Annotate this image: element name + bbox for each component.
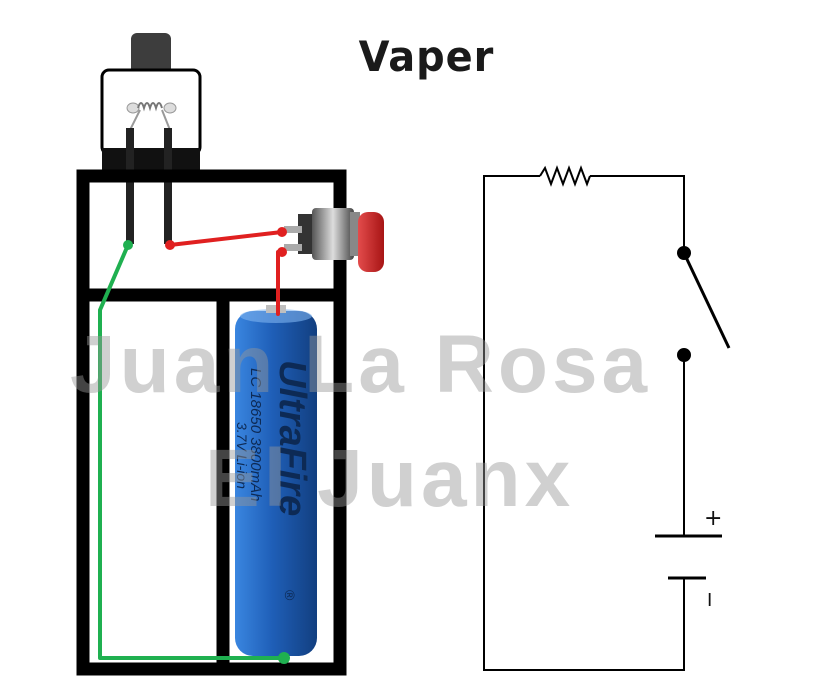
positive-wire-switch-to-battery bbox=[276, 250, 284, 316]
diagram-title: Vaper bbox=[358, 32, 495, 81]
battery-registered-mark: ® bbox=[282, 590, 298, 601]
solder-point bbox=[277, 227, 287, 237]
fire-button bbox=[284, 208, 384, 272]
fire-button-cap bbox=[358, 212, 384, 272]
schematic-wire bbox=[590, 175, 685, 252]
battery-body bbox=[235, 311, 317, 656]
battery-brand: UltraFire bbox=[271, 360, 313, 516]
solder-point bbox=[165, 240, 175, 250]
drip-tip bbox=[131, 33, 171, 76]
positive-wire-coil-to-switch bbox=[168, 230, 284, 247]
solder-point bbox=[123, 240, 133, 250]
circuit-schematic bbox=[483, 165, 731, 671]
watermark-line-1: Juan La Rosa bbox=[70, 319, 652, 410]
resistor-symbol bbox=[539, 165, 591, 187]
battery-voltage: 3.7V Li-ion bbox=[234, 422, 250, 489]
solder-point bbox=[277, 247, 287, 257]
box-outline bbox=[76, 169, 347, 676]
negative-wire bbox=[98, 243, 286, 660]
wiring bbox=[98, 227, 290, 664]
positive-symbol: + bbox=[704, 506, 722, 531]
atomizer-tank bbox=[100, 68, 202, 156]
schematic-wire bbox=[483, 175, 685, 671]
solder-point bbox=[278, 652, 290, 664]
atomizer bbox=[100, 33, 202, 244]
mod-box bbox=[76, 169, 347, 676]
watermark-line-2: El Juanx bbox=[205, 433, 575, 524]
negative-symbol: I bbox=[707, 590, 712, 611]
battery-model: LC 18650 3800mAh bbox=[247, 368, 264, 501]
battery: UltraFire LC 18650 3800mAh 3.7V Li-ion ® bbox=[234, 305, 317, 656]
coil-icon bbox=[126, 102, 177, 131]
switch-lever bbox=[682, 252, 731, 349]
